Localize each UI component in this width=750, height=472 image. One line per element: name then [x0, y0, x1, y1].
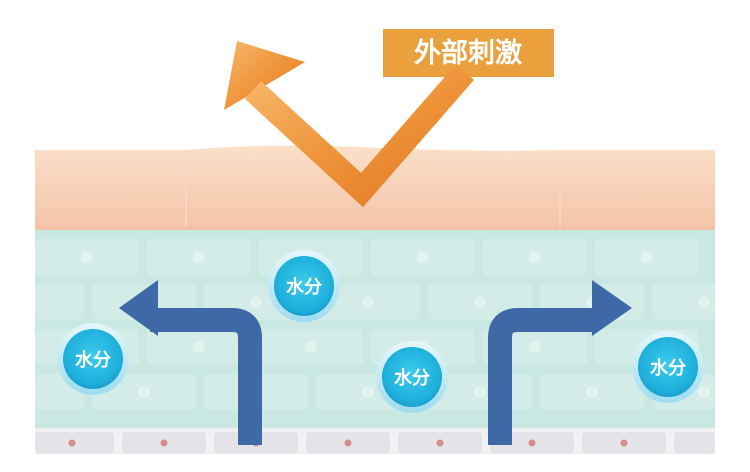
bottom-cell-nucleus [344, 439, 352, 447]
cell-brick [35, 284, 84, 320]
droplet-label: 水分 [286, 276, 322, 298]
water-droplet-icon: 水分 [632, 331, 704, 403]
bottom-cell-nucleus [436, 439, 444, 447]
cell-nucleus [81, 251, 93, 263]
cell-nucleus [474, 386, 486, 398]
cell-nucleus [641, 251, 653, 263]
droplet-label: 水分 [650, 357, 686, 379]
cell-nucleus [529, 341, 541, 353]
water-droplet-icon: 水分 [376, 341, 448, 413]
cell-nucleus [586, 386, 598, 398]
cell-nucleus [474, 296, 486, 308]
droplet-label: 水分 [394, 367, 430, 389]
cell-nucleus [362, 296, 374, 308]
cell-nucleus [362, 386, 374, 398]
arrow-up-right-icon [488, 280, 632, 445]
stimulus-label-box [383, 29, 554, 77]
bottom-cell-nucleus [620, 439, 628, 447]
reflected-arrow-icon [224, 41, 475, 208]
bottom-cell-nucleus [68, 439, 76, 447]
arrow-up-left-icon [119, 280, 262, 445]
cell-nucleus [698, 386, 710, 398]
water-droplet-icon: 水分 [57, 323, 129, 395]
cell-nucleus [193, 251, 205, 263]
cell-nucleus [698, 296, 710, 308]
water-droplet-icon: 水分 [268, 250, 340, 322]
cell-nucleus [529, 251, 541, 263]
cell-nucleus [138, 386, 150, 398]
bottom-layer [35, 428, 715, 454]
cell-nucleus [305, 341, 317, 353]
cell-nucleus [250, 296, 262, 308]
bottom-cells [35, 432, 715, 454]
tissue-layer [35, 230, 715, 432]
cell-nucleus [417, 251, 429, 263]
bottom-cell [674, 432, 715, 454]
droplet-label: 水分 [75, 349, 111, 371]
stimulus-label: 外部刺激 [383, 29, 554, 77]
bottom-cell-nucleus [528, 439, 536, 447]
bottom-cell-nucleus [160, 439, 168, 447]
cell-nucleus [193, 341, 205, 353]
stimulus-label-text: 外部刺激 [414, 37, 522, 69]
cell-brick [652, 284, 715, 320]
